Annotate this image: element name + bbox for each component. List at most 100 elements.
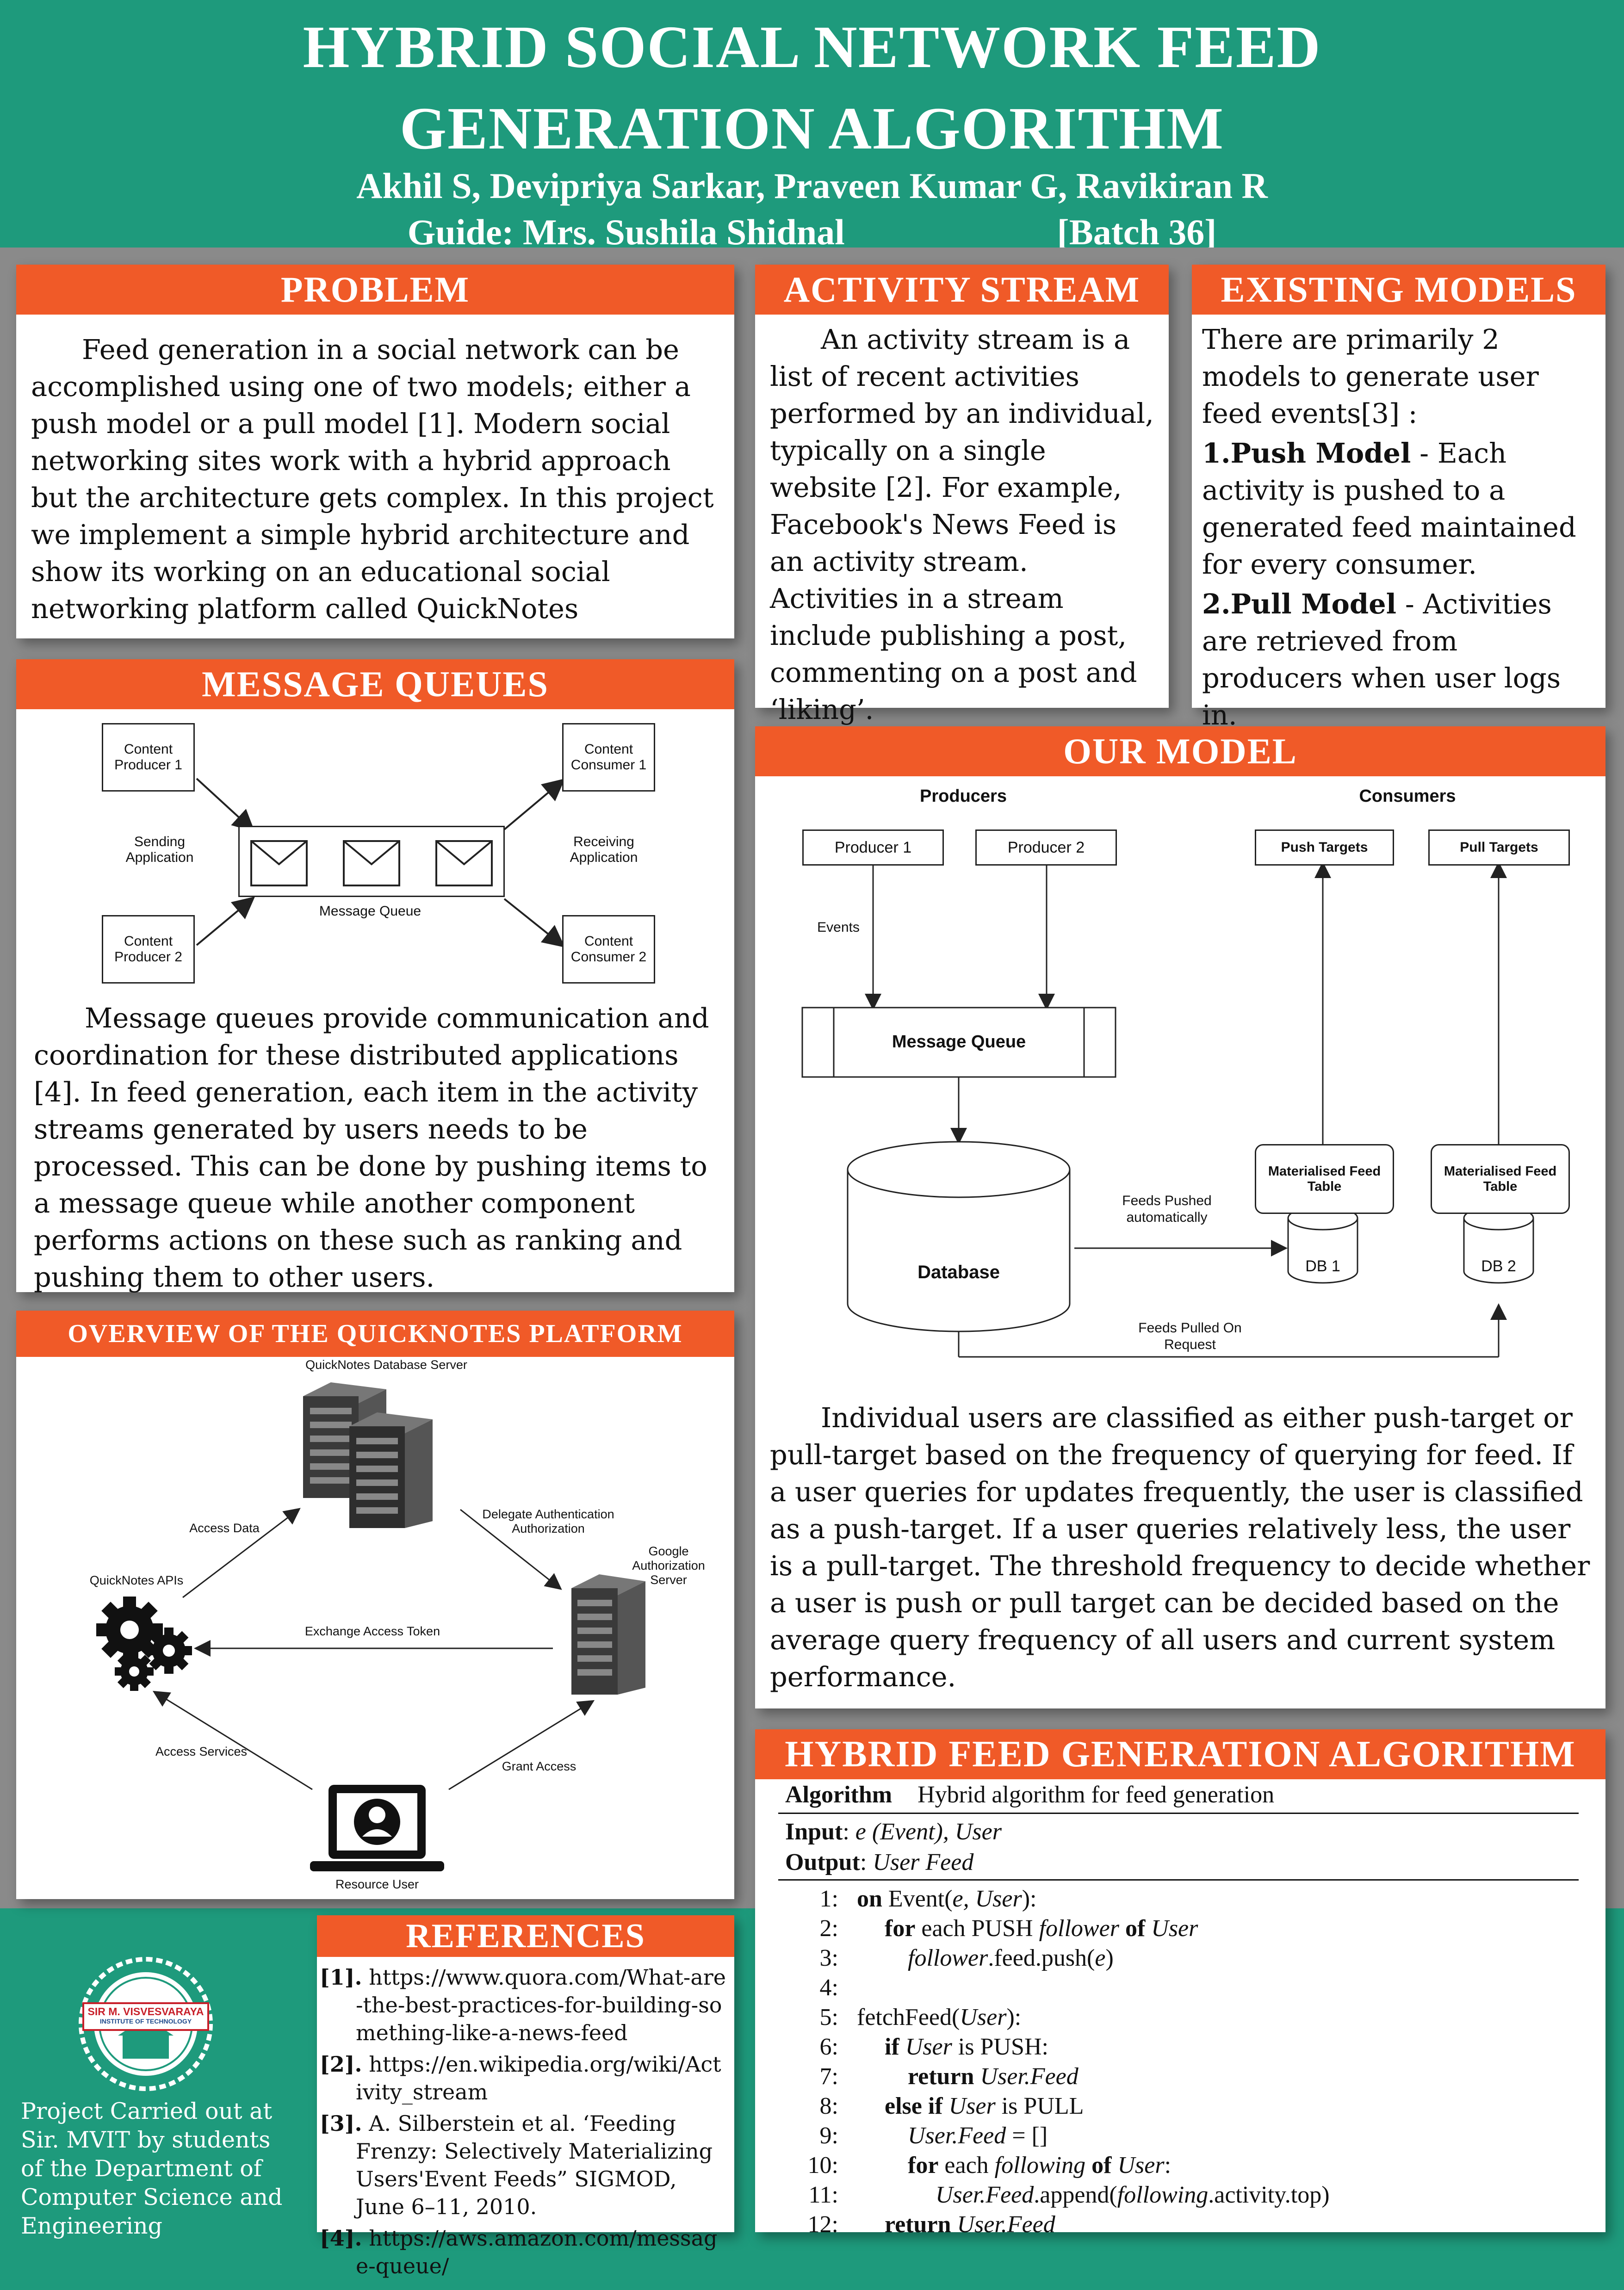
footer-text: Project Carried out at Sir. MVIT by stud…	[21, 2098, 283, 2239]
output-label: Output	[785, 1849, 860, 1875]
mq-arrows	[196, 778, 565, 947]
line-number: 10:	[807, 2152, 838, 2179]
algo-line-1: 1:on Event(e, User):	[785, 1885, 1037, 1912]
push-model-item: 1.Push Model - Each activity is pushed t…	[1202, 435, 1593, 583]
reference-item: [4]. https://aws.amazon.com/message-queu…	[320, 2224, 726, 2280]
database-server-icon	[303, 1382, 433, 1528]
algorithm-label: Algorithm	[785, 1782, 893, 1808]
reference-number: [1].	[320, 1965, 362, 1990]
content-consumer-1-box: Content Consumer 1	[562, 723, 655, 792]
reference-number: [2].	[320, 2052, 362, 2077]
algo-line-4: 4:	[785, 1974, 857, 2001]
existing-models-panel: EXISTING MODELS There are primarily 2 mo…	[1192, 265, 1605, 731]
problem-panel: PROBLEM Feed generation in a social netw…	[16, 265, 734, 638]
quicknotes-apis-label: QuickNotes APIs	[89, 1573, 184, 1587]
line-number: 9:	[819, 2123, 838, 2149]
feeds-pulled-label: Feeds Pulled On Request	[1138, 1320, 1242, 1352]
algorithm-title: Hybrid algorithm for feed generation	[917, 1782, 1275, 1808]
reference-link-1[interactable]: https://www.quora.com/What-are-the-best-…	[356, 1965, 726, 2045]
access-data-label: Access Data	[189, 1521, 260, 1535]
line-number: 8:	[819, 2093, 838, 2119]
line-number: 12:	[807, 2211, 838, 2238]
algo-line-7: 7:return User.Feed	[785, 2063, 1079, 2090]
pull-targets-label: Pull Targets	[1460, 840, 1538, 855]
message-queue-label: Message Queue	[319, 904, 421, 919]
content-consumer-2-label: Content Consumer 2	[570, 934, 647, 965]
push-targets-label: Push Targets	[1281, 840, 1368, 855]
poster-header: HYBRID SOCIAL NETWORK FEED GENERATION AL…	[0, 0, 1624, 252]
algo-line-2: 2:for each PUSH follower of User	[785, 1915, 1198, 1942]
message-queue-node-label: Message Queue	[892, 1032, 1026, 1052]
grant-access-label: Grant Access	[502, 1759, 576, 1773]
sending-application-label: Sending Application	[125, 834, 194, 865]
problem-text: Feed generation in a social network can …	[31, 334, 714, 625]
guide-name: Guide: Mrs. Sushila Shidnal	[407, 212, 845, 252]
algorithm-block: Algorithm Hybrid algorithm for feed gener…	[778, 1781, 1579, 2238]
overview-panel: OVERVIEW OF THE QUICKNOTES PLATFORM Quic…	[16, 1311, 734, 1899]
our-model-panel: OUR MODEL	[755, 726, 1605, 1708]
activity-stream-heading: ACTIVITY STREAM	[755, 265, 1169, 315]
algo-line-8: 8:else if User is PULL	[785, 2092, 1084, 2120]
push-targets-box: Push Targets	[1255, 829, 1394, 866]
materialised-feed-table-2-label: Materialised Feed Table	[1444, 1164, 1557, 1194]
message-queues-heading: MESSAGE QUEUES	[16, 659, 734, 709]
institute-seal-icon	[79, 1957, 213, 2091]
reference-item: [2]. https://en.wikipedia.org/wiki/Activ…	[320, 2050, 726, 2106]
pull-model-item: 2.Pull Model - Activities are retrieved …	[1202, 586, 1593, 734]
content-producer-1-box: Content Producer 1	[102, 723, 195, 792]
consumers-label: Consumers	[1359, 786, 1456, 806]
existing-models-intro: There are primarily 2 models to generate…	[1202, 323, 1539, 429]
line-number: 6:	[819, 2034, 838, 2060]
algo-line-5: 5:fetchFeed(User):	[785, 2004, 1022, 2031]
producers-label: Producers	[920, 786, 1007, 806]
db1-label: DB 1	[1305, 1257, 1340, 1275]
message-queue-box	[238, 826, 505, 897]
receiving-application-label: Receiving Application	[570, 834, 638, 865]
overview-heading: OVERVIEW OF THE QUICKNOTES PLATFORM	[16, 1311, 734, 1357]
pull-model-label: 2.Pull Model	[1202, 588, 1397, 620]
algo-line-10: 10:for each following of User:	[785, 2152, 1171, 2179]
output-value: User Feed	[873, 1849, 974, 1875]
reference-item: [1]. https://www.quora.com/What-are-the-…	[320, 1963, 726, 2047]
resource-user-label: Resource User	[335, 1877, 419, 1891]
reference-link-4[interactable]: https://aws.amazon.com/message-queue/	[356, 2226, 718, 2278]
materialised-feed-table-1-label: Materialised Feed Table	[1268, 1164, 1381, 1194]
our-model-heading: OUR MODEL	[755, 726, 1605, 776]
poster-title-line1: HYBRID SOCIAL NETWORK FEED	[303, 14, 1321, 80]
reference-link-2[interactable]: https://en.wikipedia.org/wiki/Activity_s…	[356, 2052, 721, 2104]
algo-line-11: 11:User.Feed.append(following.activity.t…	[785, 2181, 1329, 2209]
activity-stream-text: An activity stream is a list of recent a…	[770, 323, 1154, 725]
input-value: e (Event), User	[855, 1819, 1002, 1845]
algorithm-output-row: Output: User Feed	[785, 1849, 974, 1875]
algo-line-12: 12:return User.Feed	[785, 2211, 1055, 2238]
materialised-feed-table-2: Materialised Feed Table	[1431, 1144, 1570, 1214]
producer-2-box: Producer 2	[975, 829, 1117, 866]
google-auth-server-label: Google Authorization Server	[632, 1544, 705, 1587]
access-services-label: Access Services	[155, 1745, 248, 1758]
line-number: 11:	[808, 2182, 838, 2208]
batch-label: [Batch 36]	[1057, 212, 1217, 252]
references-heading: REFERENCES	[317, 1915, 734, 1957]
algo-line-9: 9:User.Feed = []	[785, 2122, 1048, 2149]
line-number: 5:	[819, 2004, 838, 2030]
algorithm-rule-mid	[778, 1879, 1579, 1881]
materialised-feed-table-1: Materialised Feed Table	[1255, 1144, 1394, 1214]
google-server-icon	[571, 1574, 645, 1695]
input-label: Input	[785, 1819, 843, 1845]
reference-item: [3]. A. Silberstein et al. ‘Feeding Fren…	[320, 2110, 726, 2221]
content-producer-2-label: Content Producer 2	[114, 934, 182, 965]
line-number: 7:	[819, 2063, 838, 2090]
pull-targets-box: Pull Targets	[1428, 829, 1570, 866]
producer-1-label: Producer 1	[834, 838, 912, 856]
feeds-pushed-label: Feeds Pushed automatically	[1122, 1193, 1212, 1225]
references-list: [1]. https://www.quora.com/What-are-the-…	[317, 1957, 734, 2280]
line-number: 4:	[819, 1974, 838, 2001]
pull-model-text: - Activities are retrieved from producer…	[1202, 588, 1561, 731]
reference-number: [4].	[320, 2226, 362, 2251]
db-server-label: QuickNotes Database Server	[305, 1358, 467, 1372]
gear-icon	[96, 1597, 192, 1691]
guide-line: Guide: Mrs. Sushila Shidnal [Batch 36]	[0, 209, 1624, 255]
algorithm-title-row: Algorithm Hybrid algorithm for feed gener…	[785, 1781, 1274, 1808]
our-model-diagram: Producers Consumers Producer 1 Producer …	[755, 776, 1605, 1396]
content-consumer-2-box: Content Consumer 2	[562, 915, 655, 984]
